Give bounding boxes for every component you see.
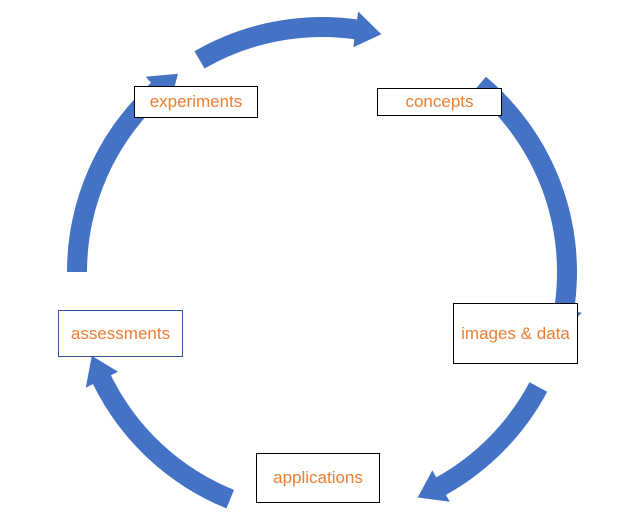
node-images-data: images & data [453,303,578,364]
node-label-experiments: experiments [149,92,243,111]
node-assessments: assessments [58,310,183,357]
arrow-experiments-to-concepts [194,11,382,69]
node-label-assessments: assessments [70,323,171,343]
node-label-applications: applications [273,468,363,487]
node-label-images-data: images & data [461,323,570,343]
node-applications: applications [256,453,380,503]
node-experiments: experiments [134,86,258,118]
node-label-concepts: concepts [405,92,474,111]
arrow-applications-to-assessments [85,355,234,509]
node-concepts: concepts [377,88,502,116]
arrow-images-data-to-applications [417,382,548,502]
